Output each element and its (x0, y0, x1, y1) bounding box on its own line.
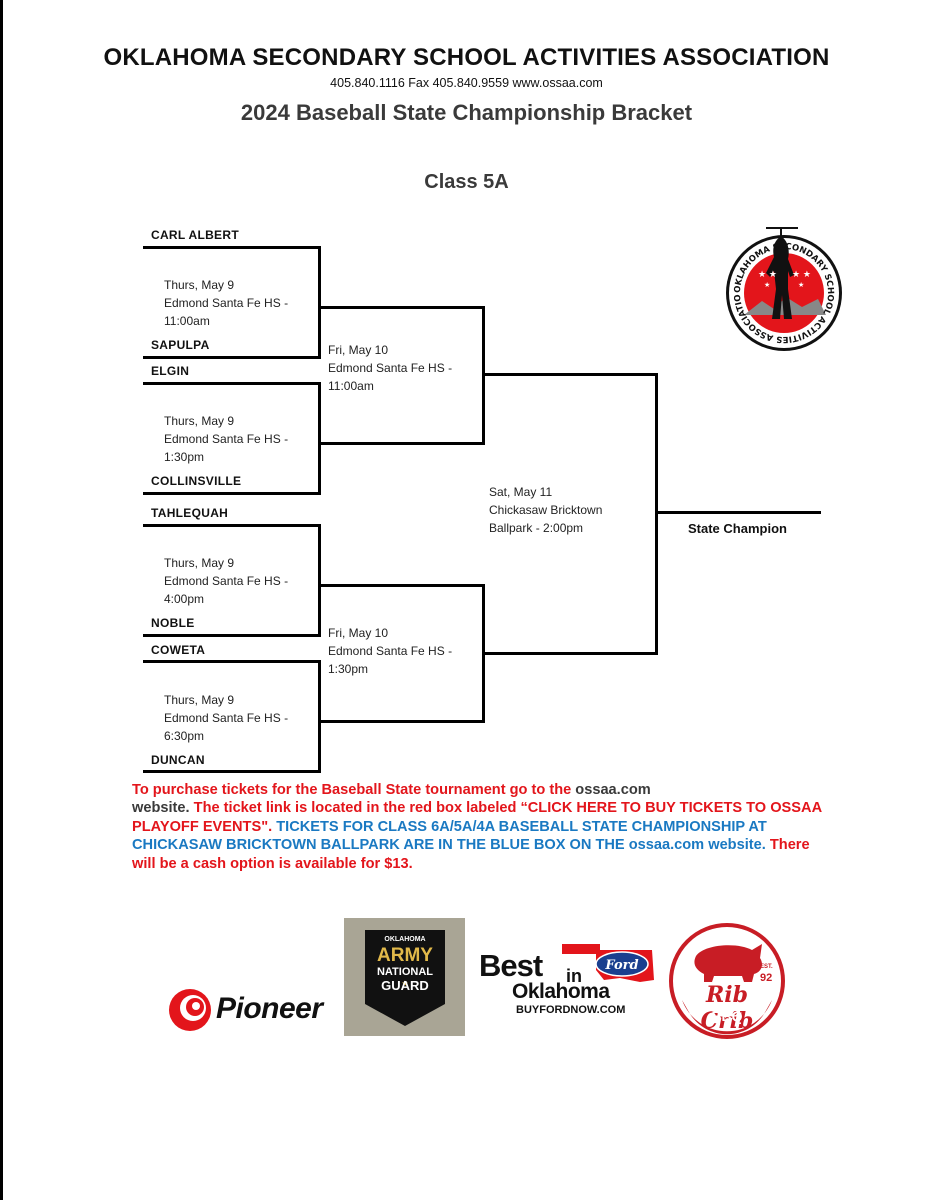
pioneer-logo: Pioneer (168, 984, 338, 1040)
oklahoma-state-icon: Ford (562, 944, 654, 982)
state-champion-label: State Champion (688, 521, 787, 536)
svg-text:★ ★: ★ ★ (758, 270, 777, 280)
team-duncan: DUNCAN (151, 753, 205, 767)
svg-text:★ ★: ★ ★ (792, 270, 811, 280)
page-left-edge (0, 0, 3, 1200)
best-in-oklahoma-ford-logo: Ford Best in Oklahoma BUYFORDNOW.COM (476, 936, 662, 1020)
guard-shield-icon: ★ (365, 930, 445, 1026)
pioneer-swirl-icon (169, 989, 211, 1031)
team-sapulpa: SAPULPA (151, 338, 210, 352)
team-tahlequah: TAHLEQUAH (151, 506, 229, 520)
contact-info: 405.840.1116 Fax 405.840.9559 www.ossaa.… (330, 76, 603, 90)
ossaa-seal-logo: ★ ★ ★ ★ ★ ★ OKLAHOMA SECONDARY SCHOOL AC… (722, 215, 842, 351)
rib-crib-badge-icon (669, 923, 785, 1039)
team-collinsville: COLLINSVILLE (151, 474, 242, 488)
ticket-notice: To purchase tickets for the Baseball Sta… (132, 782, 822, 872)
team-coweta: COWETA (151, 643, 206, 657)
army-national-guard-logo: ★ OKLAHOMA ARMY NATIONAL GUARD (344, 918, 465, 1036)
team-noble: NOBLE (151, 616, 195, 630)
rib-crib-bbq-logo: EST. 92 Rib Crib BBQ (668, 922, 786, 1040)
team-carl-albert: CARL ALBERT (151, 228, 239, 242)
class-label: Class 5A (424, 171, 509, 193)
svg-text:Ford: Ford (604, 958, 638, 973)
ossaa-link[interactable]: ossaa.com (575, 782, 651, 798)
org-name: OKLAHOMA SECONDARY SCHOOL ACTIVITIES ASS… (103, 44, 830, 71)
svg-text:★: ★ (401, 979, 408, 988)
bracket-title: 2024 Baseball State Championship Bracket (240, 100, 693, 125)
svg-text:★: ★ (798, 281, 804, 289)
svg-text:★: ★ (764, 281, 770, 289)
team-elgin: ELGIN (151, 364, 190, 378)
